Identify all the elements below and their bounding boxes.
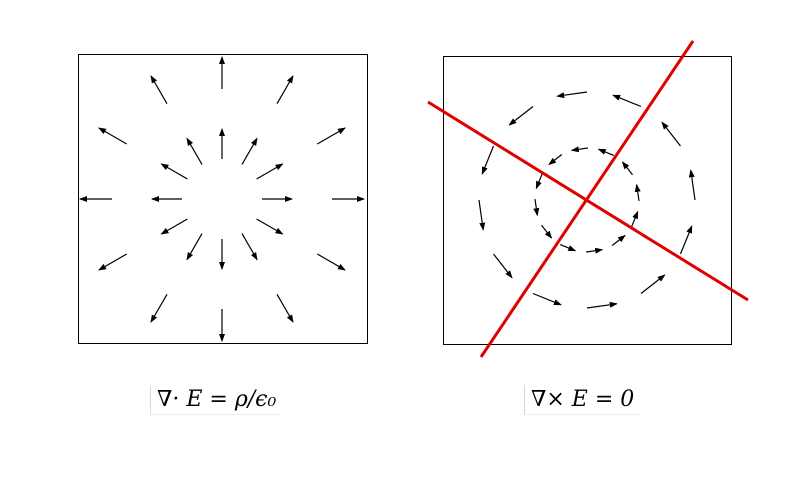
circulation-arrow <box>688 169 696 201</box>
circulation-arrow <box>533 199 540 217</box>
circulation-arrow <box>478 199 486 231</box>
circulation-arrow <box>634 183 641 201</box>
circulation-arrow <box>493 253 513 279</box>
radial-arrow <box>241 233 258 261</box>
circulation-arrow <box>481 145 495 175</box>
circulation-arrow <box>679 225 693 255</box>
circulation-arrow <box>570 146 588 153</box>
divergence-equation: ∇· E = ρ/ϵ₀ <box>150 385 283 415</box>
curl-equation: ∇× E = 0 <box>524 385 641 415</box>
circulation-arrow <box>541 224 553 239</box>
circulation-arrow <box>631 210 639 228</box>
radial-arrow <box>186 233 203 261</box>
crossing-lines <box>427 40 749 358</box>
circulation-arrow <box>621 161 633 176</box>
circulation-arrow <box>559 244 577 252</box>
divergence-arrows <box>79 56 365 342</box>
radial-arrow <box>98 253 128 271</box>
circulation-arrow <box>556 91 588 99</box>
radial-arrow <box>316 127 346 145</box>
radial-arrow <box>150 75 168 105</box>
circulation-arrow <box>535 172 543 190</box>
circulation-arrow <box>586 301 618 309</box>
radial-arrow <box>98 127 128 145</box>
circulation-arrow <box>612 94 642 108</box>
red-line-diagonal <box>479 40 695 358</box>
radial-arrow <box>276 293 294 323</box>
circulation-arrow <box>640 274 666 294</box>
radial-arrow <box>160 163 188 180</box>
radial-arrow <box>256 163 284 180</box>
radial-arrow <box>276 75 294 105</box>
radial-arrow <box>256 218 284 235</box>
curl-arrows <box>478 91 696 309</box>
circulation-arrow <box>532 292 562 306</box>
radial-arrow <box>186 137 203 165</box>
circulation-arrow <box>508 106 534 126</box>
radial-arrow <box>150 293 168 323</box>
circulation-arrow <box>611 234 626 246</box>
red-line-horizontalish <box>427 100 749 302</box>
circulation-arrow <box>548 154 563 166</box>
circulation-arrow <box>597 148 615 156</box>
circulation-arrow <box>586 247 604 254</box>
circulation-arrow <box>661 121 681 147</box>
radial-arrow <box>160 218 188 235</box>
radial-arrow <box>241 137 258 165</box>
divergence-panel <box>78 54 368 344</box>
radial-arrow <box>316 253 346 271</box>
